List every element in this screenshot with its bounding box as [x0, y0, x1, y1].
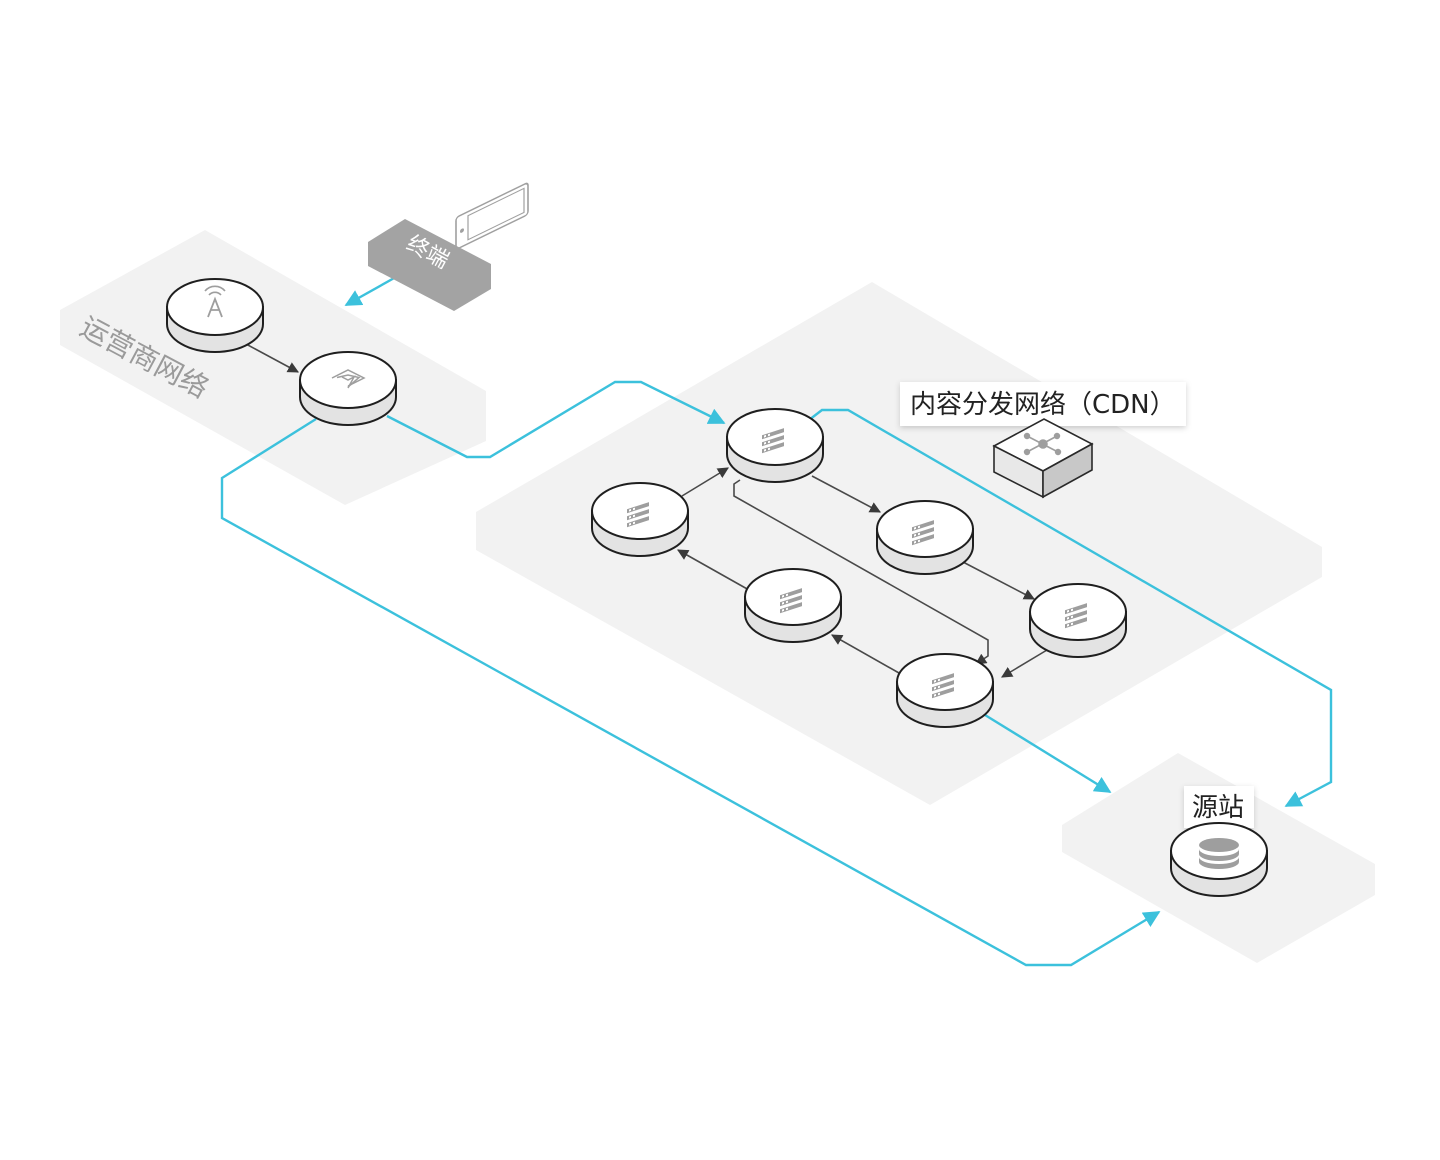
operator-network-zone [60, 230, 486, 505]
cdn-edge-1-node-top [726, 408, 824, 466]
edge-2-to-edge-1-arrow [681, 467, 729, 497]
internal-links [245, 343, 1048, 678]
flow-lines [220, 266, 1333, 967]
origin-label-text: 源站 [1192, 793, 1244, 823]
nodes-layer [166, 278, 1268, 897]
edge-3-to-edge-4-arrow [962, 561, 1035, 600]
gateway-to-origin-bypass-path [220, 417, 1161, 967]
origin-label-box [1184, 786, 1254, 828]
cdn-edge-5-node-top [744, 568, 842, 626]
base-station-node-top [166, 278, 264, 336]
cdn-edge-6-node [896, 653, 994, 728]
cdn-cube [992, 418, 1094, 499]
edge-4-to-edge-6-arrow [1001, 649, 1048, 678]
cdn-edge-4-node-top [1029, 583, 1127, 641]
edge-6-to-edge-5-arrow [831, 634, 900, 674]
cdn-edge-5-node [744, 568, 842, 643]
gateway-node [299, 351, 397, 426]
edge-1-to-edge-3-arrow [811, 475, 881, 513]
cdn-edge-to-origin-arrow [984, 713, 1112, 794]
cdn-edge-2-node-top [591, 482, 689, 540]
database-icon [1199, 838, 1239, 869]
antenna-icon [204, 285, 226, 318]
cdn-edge-1-node [726, 408, 824, 483]
base-station-to-gateway-arrow [245, 343, 299, 373]
cdn-edge-2-node [591, 482, 689, 557]
terminal-device [455, 182, 529, 250]
origin-server-node [1170, 822, 1268, 897]
cdn-edge-6-node-top [896, 653, 994, 711]
network-hub-icon [1023, 432, 1062, 456]
phone-icon [455, 182, 529, 250]
cdn-edge-4-node [1029, 583, 1127, 658]
cdn-edge-3-node [876, 500, 974, 575]
terminal-label-bg [368, 219, 491, 311]
edge-5-to-edge-2-arrow [677, 549, 750, 591]
origin-label: 源站 [1184, 786, 1254, 828]
cdn-label-text: 内容分发网络（CDN） [910, 390, 1176, 420]
base-station-node [166, 278, 264, 353]
cdn-cube-right [1042, 442, 1093, 499]
cdn-to-origin-direct-path [808, 408, 1333, 808]
layers-icon [331, 369, 366, 389]
edge-1-to-edge-6-arrow [733, 479, 989, 665]
cdn-edge-3-node-top [876, 500, 974, 558]
gateway-to-cdn-path [386, 380, 726, 459]
